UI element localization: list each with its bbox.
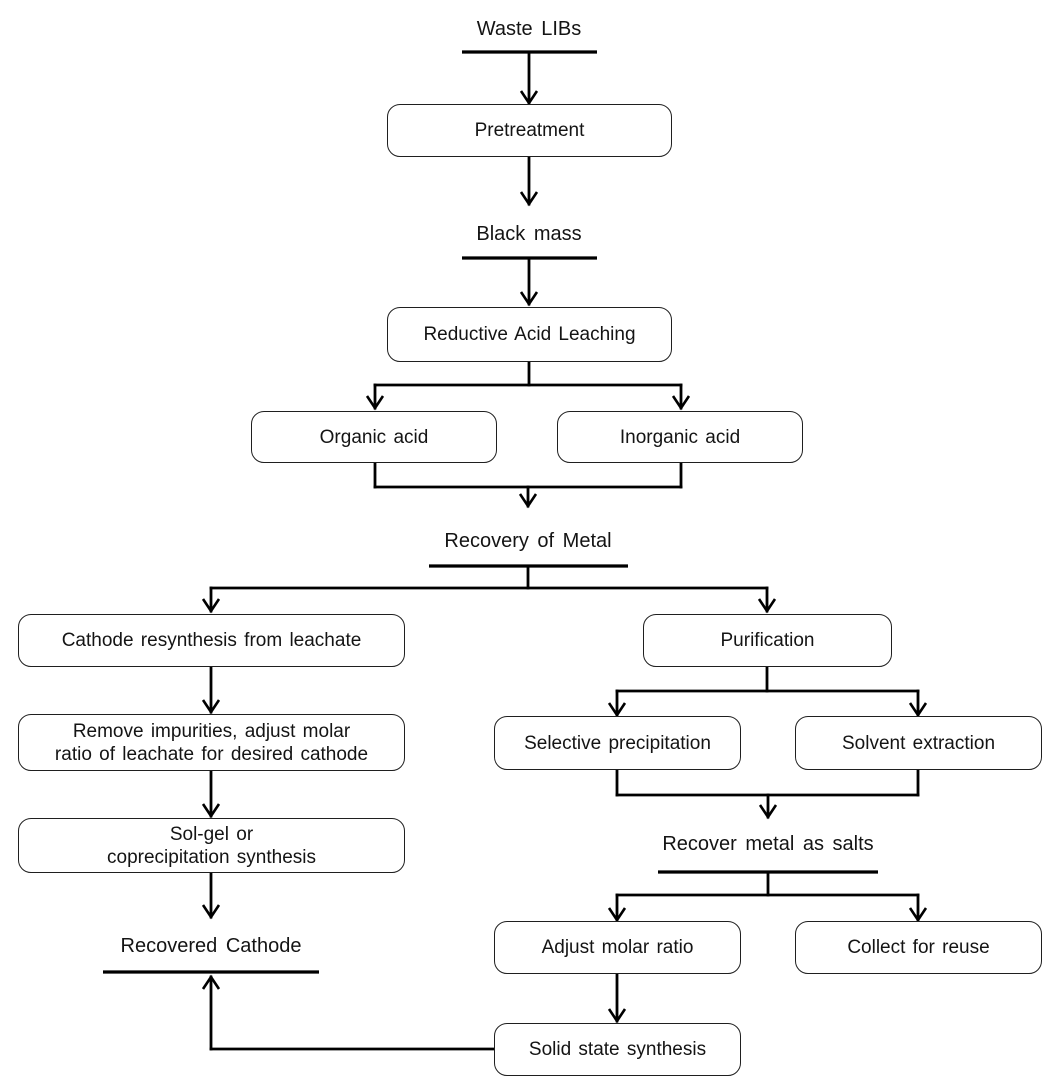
node-solid-state-synthesis: Solid state synthesis bbox=[494, 1023, 741, 1076]
node-adjust-molar-ratio: Adjust molar ratio bbox=[494, 921, 741, 974]
edge-pretreatment-to-blackmass bbox=[519, 155, 539, 207]
node-purification-label: Purification bbox=[720, 630, 815, 651]
label-recover-metal-salts: Recover metal as salts bbox=[662, 833, 874, 855]
edge-remove-to-solgel bbox=[201, 769, 221, 819]
node-selective-precipitation-label: Selective precipitation bbox=[524, 732, 711, 754]
node-purification: Purification bbox=[643, 614, 892, 667]
node-pretreatment-label: Pretreatment bbox=[474, 120, 585, 141]
node-solgel-line1: Sol-gel or bbox=[169, 823, 254, 845]
node-solvent-extraction: Solvent extraction bbox=[795, 716, 1042, 770]
label-waste-libs: Waste LIBs bbox=[476, 18, 582, 40]
node-remove-impurities: Remove impurities, adjust molar ratio of… bbox=[18, 714, 405, 771]
node-organic-acid-label: Organic acid bbox=[319, 426, 429, 448]
node-solvent-extraction-label: Solvent extraction bbox=[841, 732, 996, 754]
edge-solgel-to-recovered bbox=[201, 871, 221, 920]
node-reductive-acid-leaching: Reductive Acid Leaching bbox=[387, 307, 672, 362]
edge-leaching-split bbox=[365, 360, 691, 411]
edge-purification-split bbox=[607, 665, 928, 718]
node-remove-impurities-line1: Remove impurities, adjust molar bbox=[72, 720, 351, 742]
edge-salts-split bbox=[607, 871, 928, 923]
edge-resynthesis-to-remove bbox=[201, 665, 221, 715]
node-reductive-acid-leaching-label: Reductive Acid Leaching bbox=[423, 324, 636, 345]
node-organic-acid: Organic acid bbox=[251, 411, 497, 463]
label-recovery-of-metal: Recovery of Metal bbox=[444, 530, 612, 552]
node-collect-for-reuse: Collect for reuse bbox=[795, 921, 1042, 974]
node-solgel-coprecipitation: Sol-gel or coprecipitation synthesis bbox=[18, 818, 405, 873]
node-collect-for-reuse-label: Collect for reuse bbox=[847, 937, 990, 958]
node-remove-impurities-line2: ratio of leachate for desired cathode bbox=[54, 743, 369, 765]
edge-adjust-to-solidstate bbox=[607, 972, 627, 1024]
node-selective-precipitation: Selective precipitation bbox=[494, 716, 741, 770]
node-cathode-resynthesis: Cathode resynthesis from leachate bbox=[18, 614, 405, 667]
node-inorganic-acid: Inorganic acid bbox=[557, 411, 803, 463]
label-recovered-cathode: Recovered Cathode bbox=[120, 935, 302, 957]
node-adjust-molar-ratio-label: Adjust molar ratio bbox=[541, 937, 694, 958]
edge-solidstate-to-recovered bbox=[201, 974, 497, 1051]
edge-waste-to-pretreatment bbox=[519, 51, 539, 106]
node-inorganic-acid-label: Inorganic acid bbox=[619, 426, 741, 448]
label-black-mass: Black mass bbox=[476, 223, 582, 245]
edge-acids-merge bbox=[373, 461, 683, 509]
node-solid-state-synthesis-label: Solid state synthesis bbox=[528, 1039, 707, 1060]
node-solgel-line2: coprecipitation synthesis bbox=[107, 846, 316, 868]
edge-recovery-split bbox=[201, 565, 777, 614]
node-pretreatment: Pretreatment bbox=[387, 104, 672, 157]
edge-purify-merge bbox=[615, 768, 920, 820]
edge-blackmass-to-leaching bbox=[519, 257, 539, 307]
node-cathode-resynthesis-label: Cathode resynthesis from leachate bbox=[61, 630, 362, 651]
